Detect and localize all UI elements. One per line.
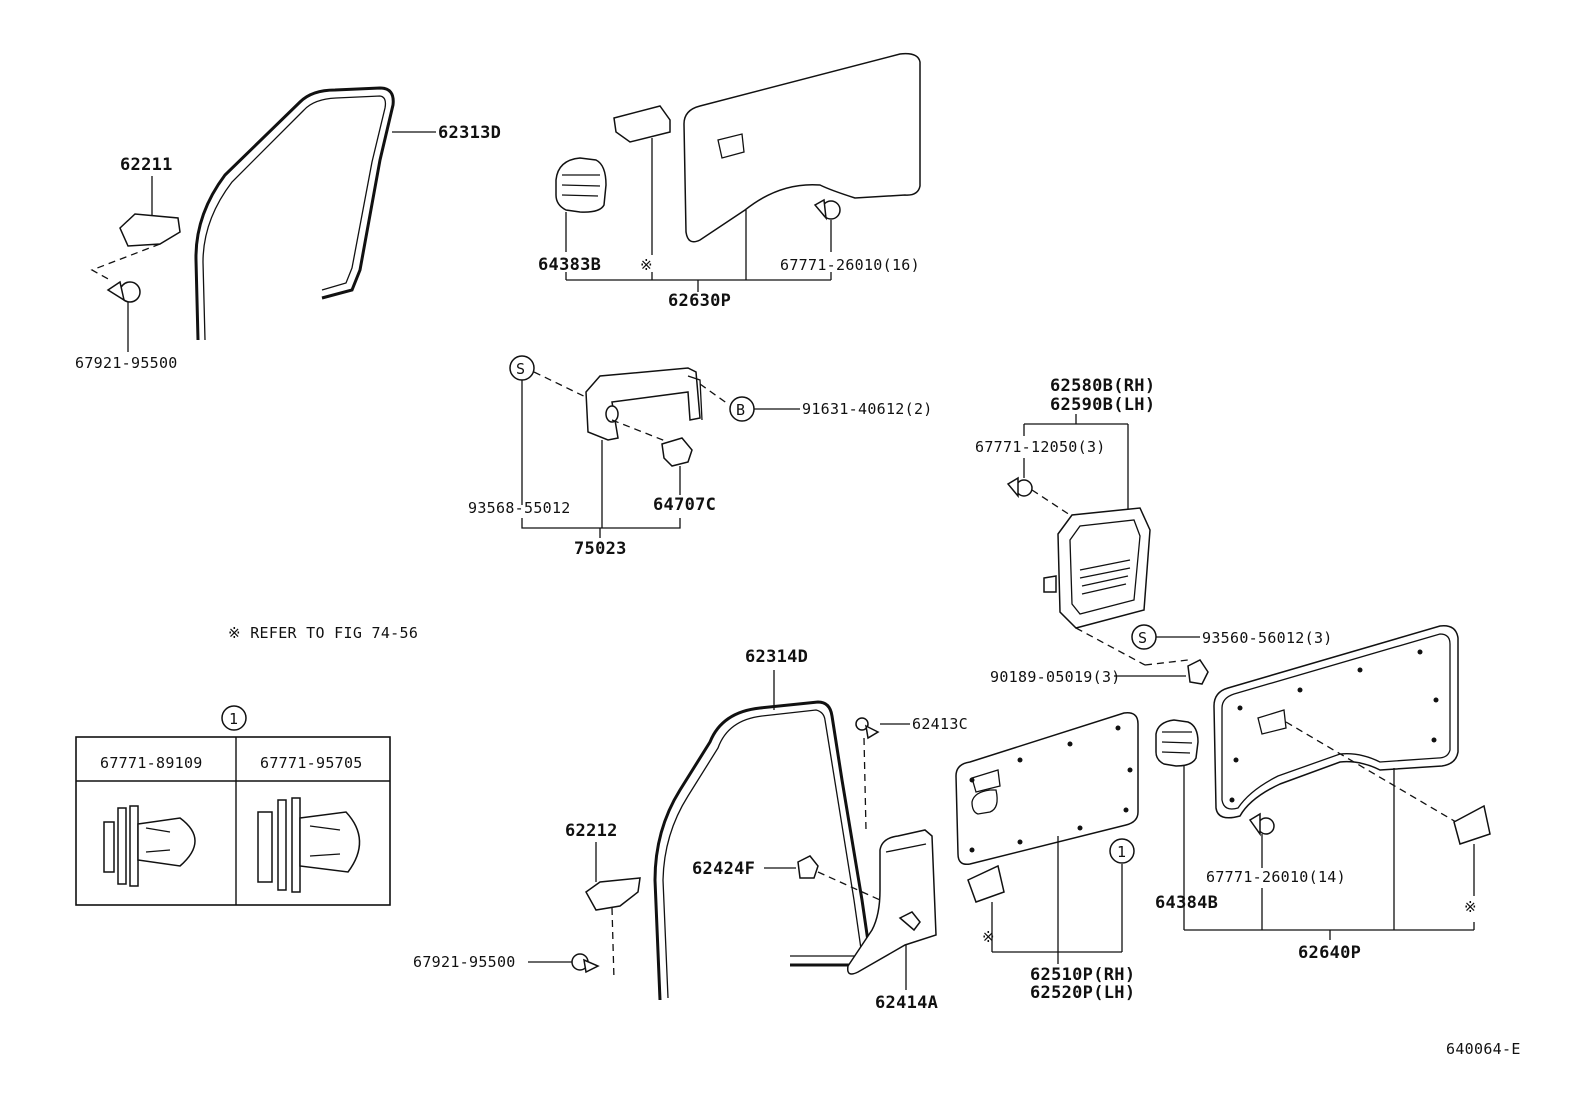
clip-67771-26010-16 [813,198,841,221]
label-67771-12050: 67771-12050(3) [975,438,1106,456]
clip-67771-95705-drawing [257,797,361,893]
door-trim-62510P [955,711,1139,866]
inset-col1-label: 67771-89109 [100,754,203,772]
bracket-62580B [1023,414,1129,510]
inset-table [75,736,391,906]
dash-62212 [611,907,615,981]
mark-mid: ※ [982,928,995,946]
label-62510P: 62510P(RH) [1030,965,1135,985]
dash-93560 [1075,627,1146,666]
label-62413C: 62413C [912,715,968,733]
mark-right: ※ [1464,898,1477,916]
label-67921-top: 67921-95500 [75,354,178,372]
label-93568-55012: 93568-55012 [468,499,571,517]
retainer-62640P [1453,804,1491,845]
label-62313D: 62313D [438,123,501,143]
label-62424F: 62424F [692,859,755,879]
dash-62424F [817,871,881,901]
label-64383B: 64383B [538,255,601,275]
clip-62424F [797,855,819,879]
label-75023: 75023 [574,539,627,559]
garnish-62414A [846,829,937,975]
label-64707C: 64707C [653,495,716,515]
label-62580B: 62580B(RH) [1050,376,1155,396]
label-62640P: 62640P [1298,943,1361,963]
label-62211: 62211 [120,155,173,175]
bracket-62630P [565,272,832,292]
clip-67771-26010-14 [1248,812,1275,837]
b-letter: B [736,401,745,419]
s-letter-2: S [1138,629,1147,647]
label-62630P: 62630P [668,291,731,311]
clip-67771-89109-drawing [103,805,196,887]
dash-90189 [1144,659,1189,666]
dash-b [699,383,729,405]
stopper-64707C [661,437,693,467]
label-62590B: 62590B(LH) [1050,395,1155,415]
bracket-62510P [992,951,1122,964]
nut-90189 [1187,659,1209,685]
inset-circle-1-label: 1 [229,710,238,728]
screw-67921-bottom [571,953,600,974]
dash-64707C [611,419,669,443]
weatherstrip-62313D [194,86,395,341]
label-93560-56012: 93560-56012(3) [1202,629,1333,647]
diagram-code: 640064-E [1446,1040,1521,1058]
label-67771-26010-14: 67771-26010(14) [1206,868,1346,886]
label-62212: 62212 [565,821,618,841]
frame-62580B [1043,507,1151,629]
bracket-62640P [1184,922,1475,940]
screw-67921-top [106,280,141,303]
panel-62630P [683,52,921,243]
label-64384B: 64384B [1155,893,1218,913]
label-91631-40612: 91631-40612(2) [802,400,933,418]
s-letter-1: S [516,360,525,378]
label-62314D: 62314D [745,647,808,667]
label-62414A: 62414A [875,993,938,1013]
clip-62211 [119,213,181,247]
circle-1-marker-label: 1 [1117,843,1126,861]
refer-note: ※ REFER TO FIG 74-56 [228,624,418,642]
label-90189-05019: 90189-05019(3) [990,668,1121,686]
dash-62413C [863,737,867,831]
inset-circle-1 [221,705,247,731]
cover-64384B [1155,719,1199,767]
mark-top: ※ [640,256,653,274]
dash-62211 [90,243,161,281]
inset-col2-label: 67771-95705 [260,754,363,772]
retainer-62510P [967,864,1005,903]
clip-67771-12050 [1006,476,1033,499]
panel-62640P [1213,625,1459,819]
label-67921-bottom: 67921-95500 [413,953,516,971]
label-67771-26010-16: 67771-26010(16) [780,256,920,274]
pad-part [613,105,671,143]
label-62520P: 62520P(LH) [1030,983,1135,1003]
dash-12050 [1031,489,1071,516]
hinge-bracket [585,367,703,441]
clip-62212 [585,877,641,911]
clip-62413C [855,717,880,740]
weatherstrip-62314D [653,700,872,1001]
circle-1-marker [1109,838,1135,864]
cover-64383B [555,157,607,213]
bracket-75023 [521,518,681,538]
dash-62640P [1285,721,1457,823]
